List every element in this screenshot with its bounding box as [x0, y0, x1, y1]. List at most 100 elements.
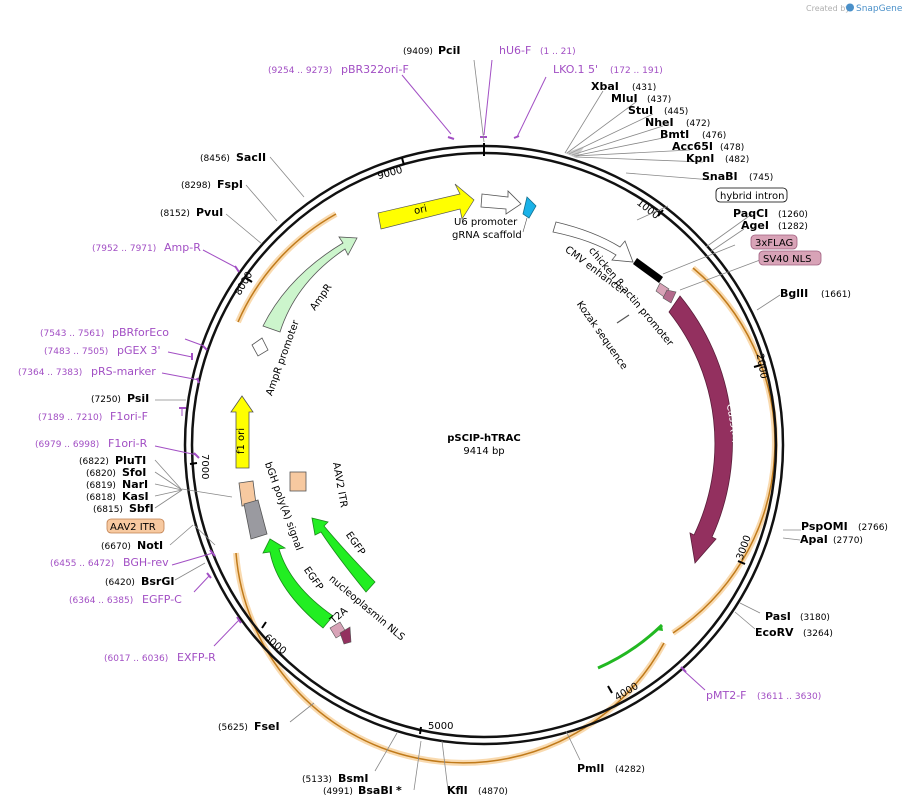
- svg-text:(6364 .. 6385): (6364 .. 6385): [69, 596, 133, 606]
- primer-prs[interactable]: pRS-marker: [91, 365, 156, 378]
- flag-box[interactable]: [750, 234, 798, 250]
- ori-feature[interactable]: [377, 183, 475, 230]
- site-psii[interactable]: PsiI: [127, 392, 149, 405]
- site-pmli[interactable]: PmlI: [577, 762, 604, 775]
- svg-text:(3180): (3180): [800, 613, 830, 623]
- svg-text:(4991): (4991): [323, 787, 353, 797]
- site-kpni[interactable]: KpnI: [686, 152, 714, 165]
- svg-text:(7364 .. 7383): (7364 .. 7383): [18, 368, 82, 378]
- ampr-promoter-feature[interactable]: [251, 337, 269, 357]
- site-acc65i[interactable]: Acc65I: [672, 140, 713, 153]
- site-nhei[interactable]: NheI: [645, 116, 674, 129]
- primer-hu6f[interactable]: hU6-F: [499, 44, 531, 57]
- site-bsmi[interactable]: BsmI: [338, 772, 369, 785]
- site-mlui[interactable]: MluI: [611, 92, 638, 105]
- aav2-itr-box[interactable]: [106, 518, 165, 534]
- f1-ori-feature[interactable]: [230, 395, 254, 469]
- site-ecorv[interactable]: EcoRV: [755, 626, 794, 639]
- svg-text:(7250): (7250): [91, 395, 121, 405]
- primer-f1orif[interactable]: F1ori-F: [110, 410, 148, 423]
- primer-exfpr[interactable]: EXFP-R: [177, 651, 216, 664]
- u6-promoter-feature[interactable]: [480, 190, 522, 215]
- svg-text:(6455 .. 6472): (6455 .. 6472): [50, 559, 114, 569]
- svg-text:(6820): (6820): [86, 469, 116, 479]
- hybrid-intron-feature[interactable]: [633, 258, 663, 283]
- sv40-box[interactable]: [758, 250, 822, 266]
- egfp-label-1: EGFP: [301, 565, 325, 592]
- sv40-feature[interactable]: [662, 289, 677, 304]
- svg-text:(9254 .. 9273): (9254 .. 9273): [268, 66, 332, 76]
- primer-bghrev[interactable]: BGH-rev: [123, 556, 169, 569]
- svg-text:(8298): (8298): [181, 181, 211, 191]
- svg-text:(7543 .. 7561): (7543 .. 7561): [40, 329, 104, 339]
- primer-lko[interactable]: LKO.1 5': [553, 63, 598, 76]
- site-stui[interactable]: StuI: [628, 104, 653, 117]
- credit-text: Created by: [806, 4, 850, 13]
- tick-9000: 9000: [376, 165, 403, 182]
- svg-text:(7189 .. 7210): (7189 .. 7210): [38, 413, 102, 423]
- egfp-arrow-2[interactable]: [311, 517, 376, 593]
- site-bsrgi[interactable]: BsrGI: [141, 575, 174, 588]
- primer-ampr[interactable]: Amp-R: [164, 241, 201, 254]
- highlight-core: [235, 213, 776, 764]
- site-fspi[interactable]: FspI: [217, 178, 243, 191]
- site-pasi[interactable]: PasI: [765, 610, 791, 623]
- site-pluti[interactable]: PluTI: [115, 454, 146, 467]
- egfp-arrow-1[interactable]: [262, 538, 334, 629]
- site-pcii[interactable]: PciI: [438, 44, 460, 57]
- cas9-feature[interactable]: [668, 295, 733, 564]
- nls-feature[interactable]: [339, 626, 352, 645]
- svg-text:(7952 .. 7971): (7952 .. 7971): [92, 244, 156, 254]
- hybrid-intron-box[interactable]: [715, 187, 788, 203]
- site-sfoi[interactable]: SfoI: [122, 466, 146, 479]
- svg-text:(7483 .. 7505): (7483 .. 7505): [44, 347, 108, 357]
- svg-text:(3264): (3264): [803, 629, 833, 639]
- aav2-itr-feature[interactable]: [289, 471, 307, 492]
- site-xbai[interactable]: XbaI: [591, 80, 619, 93]
- svg-text:(9409): (9409): [403, 47, 433, 57]
- svg-text:(1260): (1260): [778, 210, 808, 220]
- snapgene-brand[interactable]: SnapGene: [856, 4, 903, 14]
- primer-pmt2f[interactable]: pMT2-F: [706, 689, 747, 702]
- svg-text:(445): (445): [664, 107, 688, 117]
- site-noti[interactable]: NotI: [137, 539, 163, 552]
- site-bglii[interactable]: BglII: [780, 287, 808, 300]
- svg-text:(5133): (5133): [302, 775, 332, 785]
- site-pspomi[interactable]: PspOMI: [801, 520, 848, 533]
- site-bmti[interactable]: BmtI: [660, 128, 689, 141]
- site-snabi[interactable]: SnaBI: [702, 170, 738, 183]
- tick-5000: 5000: [428, 721, 453, 732]
- hybrid-intron-label: hybrid intron: [720, 191, 784, 202]
- tick-7000: 7000: [199, 454, 210, 479]
- restriction-sites: (9409) PciI XbaI (431) MluI (437) StuI (…: [79, 44, 888, 797]
- site-nari[interactable]: NarI: [122, 478, 148, 491]
- site-bsabi[interactable]: BsaBI: [358, 784, 393, 797]
- site-fsei[interactable]: FseI: [254, 720, 280, 733]
- primer-pbrforeco[interactable]: pBRforEco: [112, 326, 169, 339]
- bgh-polya-feature[interactable]: [243, 499, 268, 540]
- svg-text:(5625): (5625): [218, 723, 248, 733]
- site-paqci[interactable]: PaqCI: [733, 207, 768, 220]
- u6-promoter-label: U6 promoter: [454, 217, 518, 228]
- site-sacii[interactable]: SacII: [236, 151, 266, 164]
- site-sbfi[interactable]: SbfI: [129, 502, 154, 515]
- primer-egfpc[interactable]: EGFP-C: [142, 593, 182, 606]
- f1-ori-label: f1 ori: [236, 428, 247, 454]
- primer-pgex[interactable]: pGEX 3': [117, 344, 161, 357]
- site-kasi[interactable]: KasI: [122, 490, 149, 503]
- site-apai[interactable]: ApaI: [800, 533, 828, 546]
- svg-text:(2770): (2770): [833, 536, 863, 546]
- site-pvui[interactable]: PvuI: [196, 206, 223, 219]
- primer-pbr322[interactable]: pBR322ori-F: [341, 63, 409, 76]
- site-kfli[interactable]: KflI: [447, 784, 468, 797]
- svg-text:(8152): (8152): [160, 209, 190, 219]
- ampr-feature[interactable]: [262, 236, 358, 333]
- primer-f1orir[interactable]: F1ori-R: [108, 437, 148, 450]
- kozak-label: Kozak sequence: [574, 299, 629, 371]
- ampr-label: AmpR: [308, 282, 334, 313]
- cmv-enhancer-feature[interactable]: [552, 221, 634, 263]
- svg-text:(472): (472): [686, 119, 710, 129]
- site-agei[interactable]: AgeI: [741, 219, 769, 232]
- grna-scaffold-feature[interactable]: [522, 196, 537, 219]
